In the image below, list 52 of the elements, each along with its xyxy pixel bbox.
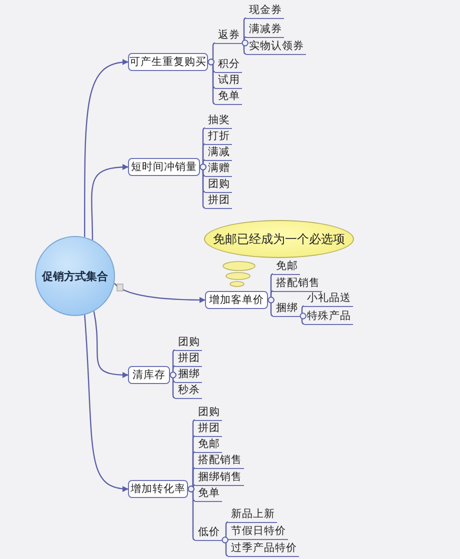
topic-box: 可产生重复购买 (128, 53, 208, 71)
subtopic-text: 打折 (205, 129, 232, 145)
bracket-connector (300, 312, 306, 325)
subtopic-text: 团购 (205, 177, 232, 193)
branch-connector (93, 311, 128, 378)
subtopic-text: 满减 (205, 145, 232, 161)
subtopic-text: 秒杀 (175, 383, 202, 399)
branch-connector (84, 60, 128, 238)
bracket-connector (208, 58, 216, 105)
subtopic-text: 团购 (175, 335, 202, 351)
subtopic-text: 低价 (195, 525, 222, 541)
subtopic-text: 抽奖 (205, 113, 232, 129)
subtopic-text: 小礼品送 (304, 291, 353, 307)
subtopic-text: 搭配销售 (273, 276, 322, 292)
subtopic-text: 免邮 (273, 259, 300, 275)
bracket-connector (242, 40, 248, 55)
subtopic-text: 捆绑 (175, 367, 202, 383)
subtopic-text: 新品上新 (228, 507, 277, 523)
subtopic-text: 过季产品特价 (228, 541, 299, 557)
subtopic-text: 特殊产品 (304, 309, 353, 325)
subtopic-text: 免单 (195, 486, 222, 502)
branch-connector (91, 164, 128, 240)
subtopic-text: 免邮 (195, 437, 222, 453)
subtopic-text: 拼团 (175, 351, 202, 367)
topic-box: 增加转化率 (128, 480, 188, 498)
subtopic-text: 积分 (215, 57, 242, 73)
subtopic-text: 满赠 (205, 161, 232, 177)
subtopic-text: 拼团 (205, 193, 232, 209)
subtopic-text: 节假日特价 (228, 524, 288, 540)
topic-box: 清库存 (128, 366, 170, 384)
subtopic-text: 返券 (215, 28, 242, 44)
bracket-connector (222, 536, 228, 557)
branch-connector (114, 282, 206, 303)
bracket-connector (200, 164, 206, 209)
topic-box: 增加客单价 (205, 291, 268, 309)
subtopic-text: 捆绑销售 (195, 470, 244, 486)
bracket-connector (188, 486, 196, 541)
thought-bubble: 免邮已经成为一个必选项 (204, 220, 354, 258)
branch-connector (84, 314, 128, 492)
subtopic-text: 实物认领券 (246, 39, 306, 55)
subtopic-text: 搭配销售 (195, 453, 244, 469)
subtopic-text: 免单 (215, 89, 242, 105)
bracket-connector (268, 296, 274, 317)
subtopic-text: 满减券 (246, 22, 284, 38)
subtopic-text: 拼团 (195, 421, 222, 437)
subtopic-text: 捆绑 (273, 301, 300, 317)
subtopic-text: 现金券 (246, 3, 284, 19)
bracket-connector (170, 372, 176, 399)
subtopic-text: 试用 (215, 73, 242, 89)
subtopic-text: 团购 (195, 405, 222, 421)
central-topic-circle: 促销方式集合 (35, 236, 115, 316)
topic-box: 短时间冲销量 (128, 158, 200, 176)
